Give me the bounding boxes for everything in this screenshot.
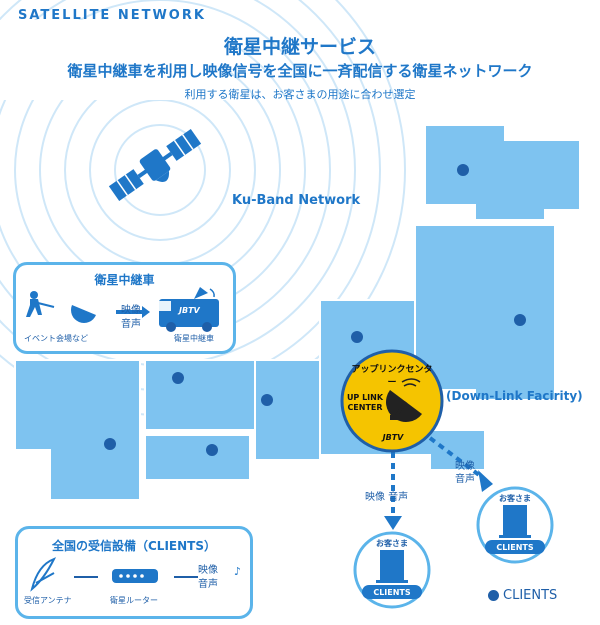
signal-arrow-icon — [116, 306, 150, 318]
arrow-head-1 — [384, 516, 402, 530]
arrow-label-2: 映像 音声 — [455, 461, 475, 485]
satellite-icon — [108, 128, 202, 202]
client-dot — [514, 314, 526, 326]
page-title: 衛星中継サービス — [223, 36, 376, 58]
client-dots — [104, 164, 526, 456]
event-venue-label: イベント会場など — [24, 334, 88, 343]
vehicle-signal-label-1: 映像 — [121, 305, 141, 316]
clients-legend-label: CLIENTS — [503, 588, 558, 603]
client-dot — [261, 394, 273, 406]
uplink-logo: JBTV — [382, 433, 404, 442]
uplink-arc-text: アップリンクセンター — [351, 365, 433, 388]
region-kyushu — [14, 359, 141, 501]
music-note-icon: ♪ — [234, 565, 241, 578]
client-building-2-head: お客さま — [499, 494, 531, 503]
dish-antenna-icon — [386, 378, 422, 422]
clients-equipment-illustration: ♪ — [30, 557, 241, 592]
relay-vehicle-label: 衛星中継車 — [174, 334, 214, 343]
client-building-2-label: CLIENTS — [496, 543, 534, 552]
clients-legend: CLIENTS — [488, 588, 557, 603]
relay-vehicle-title: 衛星中継車 — [94, 273, 155, 287]
region-hokkaido — [424, 124, 581, 221]
relay-vehicle-panel: 衛星中継車 映像 — [13, 262, 236, 354]
vehicle-logo: JBTV — [179, 306, 200, 315]
client-building-1-head: お客さま — [376, 539, 408, 548]
client-dot — [351, 331, 363, 343]
page-subtitle: 衛星中継車を利用し映像信号を全国に一斉配信する衛星ネットワーク — [67, 62, 533, 80]
page-note: 利用する衛星は、お客さまの用途に合わせ選定 — [184, 88, 416, 101]
region-shikoku — [144, 434, 251, 481]
arrow-head-2 — [478, 470, 493, 492]
satellite-router-label: 衛星ルーター — [110, 596, 158, 605]
clients-signal-label-1: 映像 — [198, 565, 218, 576]
region-chugoku — [144, 359, 256, 431]
client-dot — [172, 372, 184, 384]
clients-legend-dot-icon — [488, 590, 499, 601]
clients-equipment-title: 全国の受信設備（CLIENTS） — [52, 539, 216, 553]
arrow-label-1: 映像 音声 — [365, 492, 409, 503]
uplink-center — [340, 349, 444, 453]
field-dish-icon — [71, 305, 96, 323]
relay-vehicle-illustration — [26, 287, 219, 332]
arrow-to-client-2 — [428, 436, 485, 480]
client-dot — [206, 444, 218, 456]
receiving-antenna-icon — [30, 557, 57, 592]
distribution-arrows — [391, 436, 485, 518]
uplink-center-label-2: CENTER — [347, 403, 383, 412]
camera-operator-icon — [26, 291, 55, 317]
network-label: SATELLITE NETWORK — [18, 8, 206, 23]
client-building-1-label: CLIENTS — [373, 588, 411, 597]
clients-equipment-panel: 全国の受信設備（CLIENTS） ♪ 映像 音声 受信アンテナ 衛星ルーター — [15, 526, 253, 619]
region-kinki — [254, 359, 321, 461]
uplink-center-label-1: UP LINK — [346, 393, 384, 402]
ku-band-label: Ku-Band Network — [232, 193, 361, 208]
region-tohoku — [414, 224, 556, 401]
clients-signal-label-2: 音声 — [198, 579, 218, 590]
receiving-antenna-label: 受信アンテナ — [24, 596, 72, 605]
satellite-router-icon — [112, 569, 158, 583]
vehicle-signal-label-2: 音声 — [121, 319, 141, 330]
client-building-2 — [476, 486, 554, 564]
downlink-label: (Down-Link Facirity) — [446, 389, 583, 403]
client-dot — [104, 438, 116, 450]
client-building-1 — [353, 531, 431, 609]
relay-van-icon — [159, 287, 219, 332]
client-dot — [457, 164, 469, 176]
